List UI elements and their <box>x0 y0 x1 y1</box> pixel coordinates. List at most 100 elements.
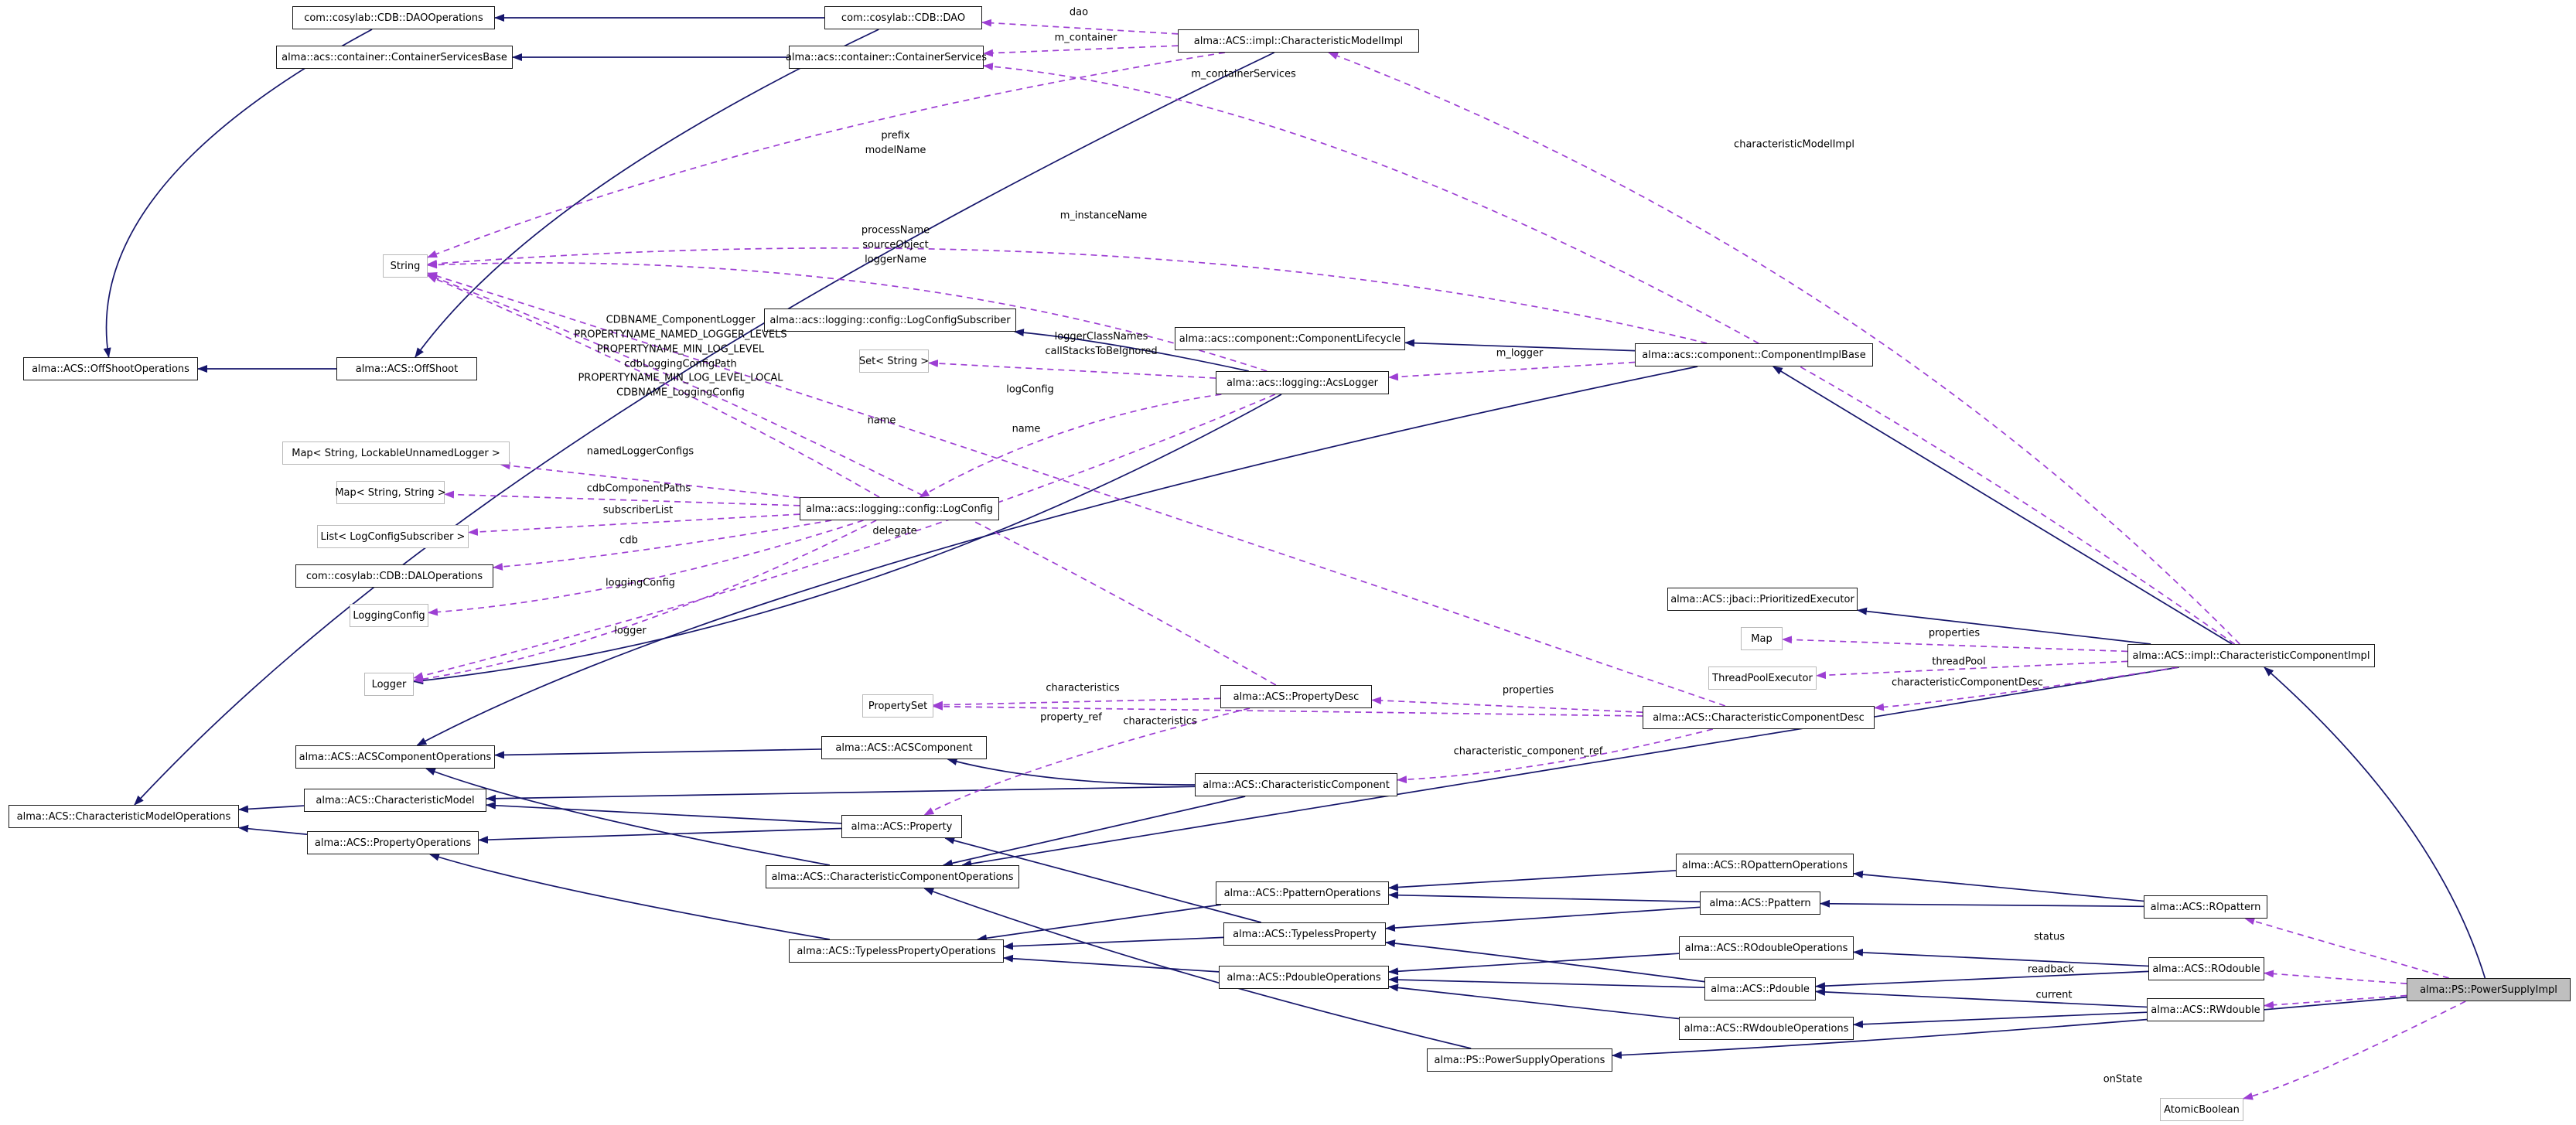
node-acs_component[interactable]: alma::ACS::ACSComponent <box>821 736 987 759</box>
node-rodouble[interactable]: alma::ACS::ROdouble <box>2148 957 2264 980</box>
edge-ppattern-ppattern_ops <box>1388 891 1701 903</box>
node-acs_component_ops[interactable]: alma::ACS::ACSComponentOperations <box>295 745 495 769</box>
node-ropattern[interactable]: alma::ACS::ROpattern <box>2144 895 2267 919</box>
node-log_config_subscriber[interactable]: alma::acs::logging::config::LogConfigSub… <box>764 309 1016 332</box>
edge-log_config-string <box>427 274 880 498</box>
node-map_lockable: Map< String, LockableUnnamedLogger > <box>282 441 510 465</box>
edge-dao_ops-offshoot_ops <box>103 29 373 358</box>
edge-char_component_impl-component_impl_base <box>1772 366 2233 645</box>
node-property_desc[interactable]: alma::ACS::PropertyDesc <box>1220 685 1372 708</box>
edge-char_component_impl-char_component_desc <box>1874 666 2179 711</box>
node-string: String <box>383 254 428 278</box>
node-component_lifecycle[interactable]: alma::acs::component::ComponentLifecycle <box>1175 327 1405 350</box>
edge-acs_component-acs_component_ops <box>494 748 822 759</box>
edge-char_model_impl-dao <box>981 19 1179 35</box>
edge-rwdouble-pdouble <box>1815 987 2148 1008</box>
node-rwdouble_ops[interactable]: alma::ACS::RWdoubleOperations <box>1679 1017 1854 1040</box>
node-logging_config: LoggingConfig <box>350 604 428 627</box>
node-char_model_impl[interactable]: alma::ACS::impl::CharacteristicModelImpl <box>1178 29 1419 53</box>
edge-char_component-char_model <box>486 786 1196 803</box>
edge-char_component_desc-string <box>427 272 1726 707</box>
edge-component_impl_base-acs_logger <box>1388 361 1636 381</box>
edge-power_supply_ops-char_component_ops <box>923 888 1472 1049</box>
node-prioritized_executor[interactable]: alma::ACS::jbaci::PrioritizedExecutor <box>1667 588 1858 611</box>
edge-log_config-map_lockable <box>500 462 800 499</box>
edge-property_desc-string <box>427 274 1277 686</box>
edge-pdouble-typeless_property <box>1385 939 1705 983</box>
edge-char_component-char_component_ops <box>942 796 1246 868</box>
edge-power_supply_impl-rwdouble <box>2264 994 2407 1009</box>
node-rodouble_ops[interactable]: alma::ACS::ROdoubleOperations <box>1679 936 1854 960</box>
edge-ropattern-ppattern <box>1820 899 2144 908</box>
edge-acs_logger-set_string <box>928 360 1216 379</box>
edge-power_supply_impl-power_supply_ops <box>1612 996 2407 1059</box>
edge-char_component_impl-char_component_ops <box>961 666 2179 868</box>
node-list_subscriber: List< LogConfigSubscriber > <box>317 525 469 548</box>
node-container_services[interactable]: alma::acs::container::ContainerServices <box>786 46 987 69</box>
edge-property_ops-char_model_ops <box>238 824 308 836</box>
edge-component_impl_base-component_lifecycle <box>1404 339 1636 352</box>
edge-log_config-map_string_string <box>444 490 800 506</box>
node-offshoot_ops[interactable]: alma::ACS::OffShootOperations <box>23 357 198 380</box>
node-dao_ops[interactable]: com::cosylab::CDB::DAOOperations <box>292 6 495 29</box>
node-dal_ops[interactable]: com::cosylab::CDB::DALOperations <box>295 564 493 588</box>
edge-rodouble_ops-pdouble_ops <box>1388 953 1680 976</box>
node-pdouble_ops[interactable]: alma::ACS::PdoubleOperations <box>1219 966 1389 989</box>
node-acs_logger[interactable]: alma::acs::logging::AcsLogger <box>1216 371 1389 394</box>
edge-power_supply_impl-atomic_boolean <box>2243 1001 2466 1100</box>
edge-log_config-list_subscriber <box>468 513 800 536</box>
edge-dao-offshoot <box>415 29 879 358</box>
edge-log_config-logging_config <box>428 520 864 616</box>
edge-ppattern_ops-typeless_property_ops <box>977 904 1222 943</box>
node-atomic_boolean: AtomicBoolean <box>2160 1098 2243 1121</box>
node-ppattern_ops[interactable]: alma::ACS::PpatternOperations <box>1216 881 1389 905</box>
edge-pdouble-pdouble_ops <box>1388 976 1705 989</box>
edge-power_supply_impl-ropattern <box>2244 917 2449 979</box>
node-dao[interactable]: com::cosylab::CDB::DAO <box>824 6 982 29</box>
node-char_component_desc[interactable]: alma::ACS::CharacteristicComponentDesc <box>1643 706 1875 729</box>
edge-property_desc-property_set <box>933 697 1221 709</box>
edge-char_component_ops-acs_component_ops <box>425 768 831 866</box>
edge-log_config-logger <box>413 520 877 684</box>
node-log_config[interactable]: alma::acs::logging::config::LogConfig <box>800 497 999 520</box>
node-typeless_property[interactable]: alma::ACS::TypelessProperty <box>1223 922 1386 946</box>
node-char_component_ops[interactable]: alma::ACS::CharacteristicComponentOperat… <box>766 865 1019 888</box>
edge-char_model-char_model_ops <box>238 805 305 813</box>
edge-char_component_impl-thread_pool_executor <box>1816 660 2128 680</box>
node-char_model_ops[interactable]: alma::ACS::CharacteristicModelOperations <box>9 805 239 828</box>
node-offshoot[interactable]: alma::ACS::OffShoot <box>336 357 477 380</box>
edge-typeless_property-typeless_property_ops <box>1003 936 1224 950</box>
node-property[interactable]: alma::ACS::Property <box>841 815 962 838</box>
edge-pdouble_ops-typeless_property_ops <box>1003 954 1220 973</box>
node-ropattern_ops[interactable]: alma::ACS::ROpatternOperations <box>1676 854 1854 877</box>
edge-char_component_impl-prioritized_executor <box>1857 607 2151 645</box>
node-power_supply_ops[interactable]: alma::PS::PowerSupplyOperations <box>1427 1048 1612 1072</box>
node-pdouble[interactable]: alma::ACS::Pdouble <box>1704 977 1816 1001</box>
edge-log_config-dal_ops <box>493 520 832 571</box>
edge-acs_logger-log_config <box>919 394 1222 498</box>
node-ppattern[interactable]: alma::ACS::Ppattern <box>1700 891 1820 915</box>
edge-acs_logger-logger <box>413 394 1276 680</box>
node-map_string_string: Map< String, String > <box>335 481 446 504</box>
edge-component_impl_base-acs_component_ops <box>416 366 1698 746</box>
edge-property-property_ops <box>478 827 842 844</box>
edge-char_component_desc-property_desc <box>1371 696 1643 714</box>
node-char_component[interactable]: alma::ACS::CharacteristicComponent <box>1195 773 1397 796</box>
node-power_supply_impl: alma::PS::PowerSupplyImpl <box>2407 978 2571 1001</box>
edge-typeless_property-property <box>944 837 1261 923</box>
edge-char_component_impl-char_model_impl <box>1328 52 2240 645</box>
edge-power_supply_impl-char_component_impl <box>2264 666 2486 979</box>
node-container_services_base[interactable]: alma::acs::container::ContainerServicesB… <box>276 46 513 69</box>
edge-char_component_impl-container_services <box>983 63 2236 645</box>
node-property_ops[interactable]: alma::ACS::PropertyOperations <box>307 831 479 854</box>
node-thread_pool_executor: ThreadPoolExecutor <box>1708 666 1817 690</box>
node-rwdouble[interactable]: alma::ACS::RWdouble <box>2147 998 2264 1021</box>
node-property_set: PropertySet <box>862 694 933 718</box>
node-typeless_property_ops[interactable]: alma::ACS::TypelessPropertyOperations <box>789 939 1004 963</box>
edge-ropattern_ops-ppattern_ops <box>1388 870 1677 891</box>
node-component_impl_base[interactable]: alma::acs::component::ComponentImplBase <box>1635 343 1873 366</box>
edge-char_component_desc-char_component <box>1397 728 1714 784</box>
node-char_model[interactable]: alma::ACS::CharacteristicModel <box>304 789 486 812</box>
edge-char_model_impl-char_model_ops <box>134 52 1275 806</box>
node-char_component_impl[interactable]: alma::ACS::impl::CharacteristicComponent… <box>2127 644 2375 667</box>
